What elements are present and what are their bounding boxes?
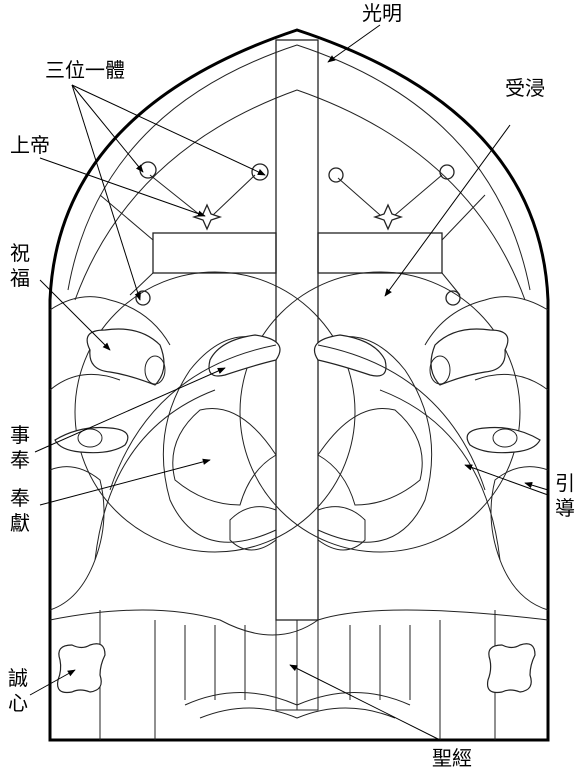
pointer-sanwei-3	[71, 84, 141, 301]
left-bell-upper	[86, 328, 165, 386]
right-bell-rim-2	[492, 428, 518, 448]
label-fu: 福	[10, 266, 30, 290]
lower-panel-bars	[99, 610, 496, 740]
cross-right-arm	[317, 232, 443, 274]
label-shouqin: 受浸	[505, 76, 545, 100]
pointer-fengxian	[39, 458, 211, 506]
right-bell-upper	[430, 328, 509, 386]
left-crescent	[109, 344, 277, 491]
right-crescent-2	[379, 389, 501, 561]
cross-vertical-beam	[275, 39, 319, 621]
label-feng-1: 奉	[10, 448, 30, 472]
pointer-shifeng	[34, 367, 226, 453]
label-guangming: 光明	[362, 1, 402, 25]
trinity-circle	[139, 161, 157, 179]
label-shangdi: 上帝	[10, 133, 50, 157]
lead-line	[129, 272, 154, 296]
lead-line	[441, 194, 486, 241]
large-circle-right	[239, 271, 521, 553]
trinity-circle	[445, 290, 461, 306]
left-teardrop	[208, 334, 281, 377]
pointer-guangming	[327, 24, 381, 63]
label-xin: 心	[8, 691, 28, 715]
lead-line	[149, 174, 201, 216]
label-sanwei: 三位一體	[45, 58, 125, 82]
right-crescent	[317, 344, 486, 491]
label-dao: 導	[555, 496, 575, 520]
pointer-yindao-1	[524, 482, 549, 491]
trinity-circle	[251, 163, 269, 181]
trinity-circle	[439, 164, 455, 180]
lead-line	[212, 174, 256, 216]
lead-line	[337, 177, 381, 216]
left-flame-shape	[162, 336, 277, 543]
left-lower-tail	[229, 506, 277, 551]
pointer-chengxin	[29, 669, 76, 696]
right-bell-rim	[429, 355, 451, 385]
left-bell-rim	[144, 355, 166, 385]
left-side-leading	[49, 466, 105, 611]
pointer-sanwei-1	[71, 84, 144, 173]
pointer-shangdi	[39, 157, 206, 217]
left-bell-lower	[54, 426, 129, 454]
label-shengjing: 聖經	[432, 746, 472, 770]
right-bell-lower	[466, 426, 541, 454]
label-feng-2: 奉	[10, 486, 30, 510]
label-shi: 事	[10, 423, 30, 447]
left-side-leading	[49, 296, 171, 346]
star-shape	[372, 203, 404, 231]
right-side-leading	[424, 296, 549, 346]
inner-arch-ring	[74, 89, 526, 301]
left-bell-rim-2	[77, 428, 103, 448]
pointer-shouqin	[384, 124, 511, 297]
label-xian: 獻	[10, 511, 30, 535]
right-side-leading	[474, 373, 549, 391]
right-flame-shape	[317, 336, 433, 543]
right-bone-shape	[486, 643, 536, 694]
lead-line	[394, 174, 443, 216]
left-flame-inner	[172, 408, 277, 506]
cross-left-arm	[152, 232, 277, 274]
pointer-shengjing	[289, 664, 441, 741]
label-zhu: 祝	[10, 241, 30, 265]
bottom-book-2	[199, 707, 396, 719]
pointer-zhufu	[39, 279, 111, 351]
label-cheng: 誠	[8, 666, 28, 690]
star-shape	[191, 203, 223, 231]
left-crescent-2	[94, 389, 216, 561]
window-outer-frame	[48, 28, 550, 742]
lead-line	[441, 272, 461, 296]
right-flame-inner	[317, 408, 423, 506]
label-yin: 引	[555, 471, 575, 495]
right-lower-tail	[317, 506, 366, 551]
pointer-sanwei-2	[71, 84, 266, 176]
pointer-yindao-2	[464, 464, 549, 496]
trinity-circle	[328, 167, 344, 183]
right-teardrop	[313, 334, 387, 377]
inner-gothic-arch	[67, 44, 531, 291]
right-side-leading	[490, 466, 549, 611]
bottom-arch	[49, 609, 549, 636]
large-circle-left	[74, 271, 356, 553]
left-side-leading	[49, 373, 121, 391]
left-bone-shape	[56, 643, 106, 694]
